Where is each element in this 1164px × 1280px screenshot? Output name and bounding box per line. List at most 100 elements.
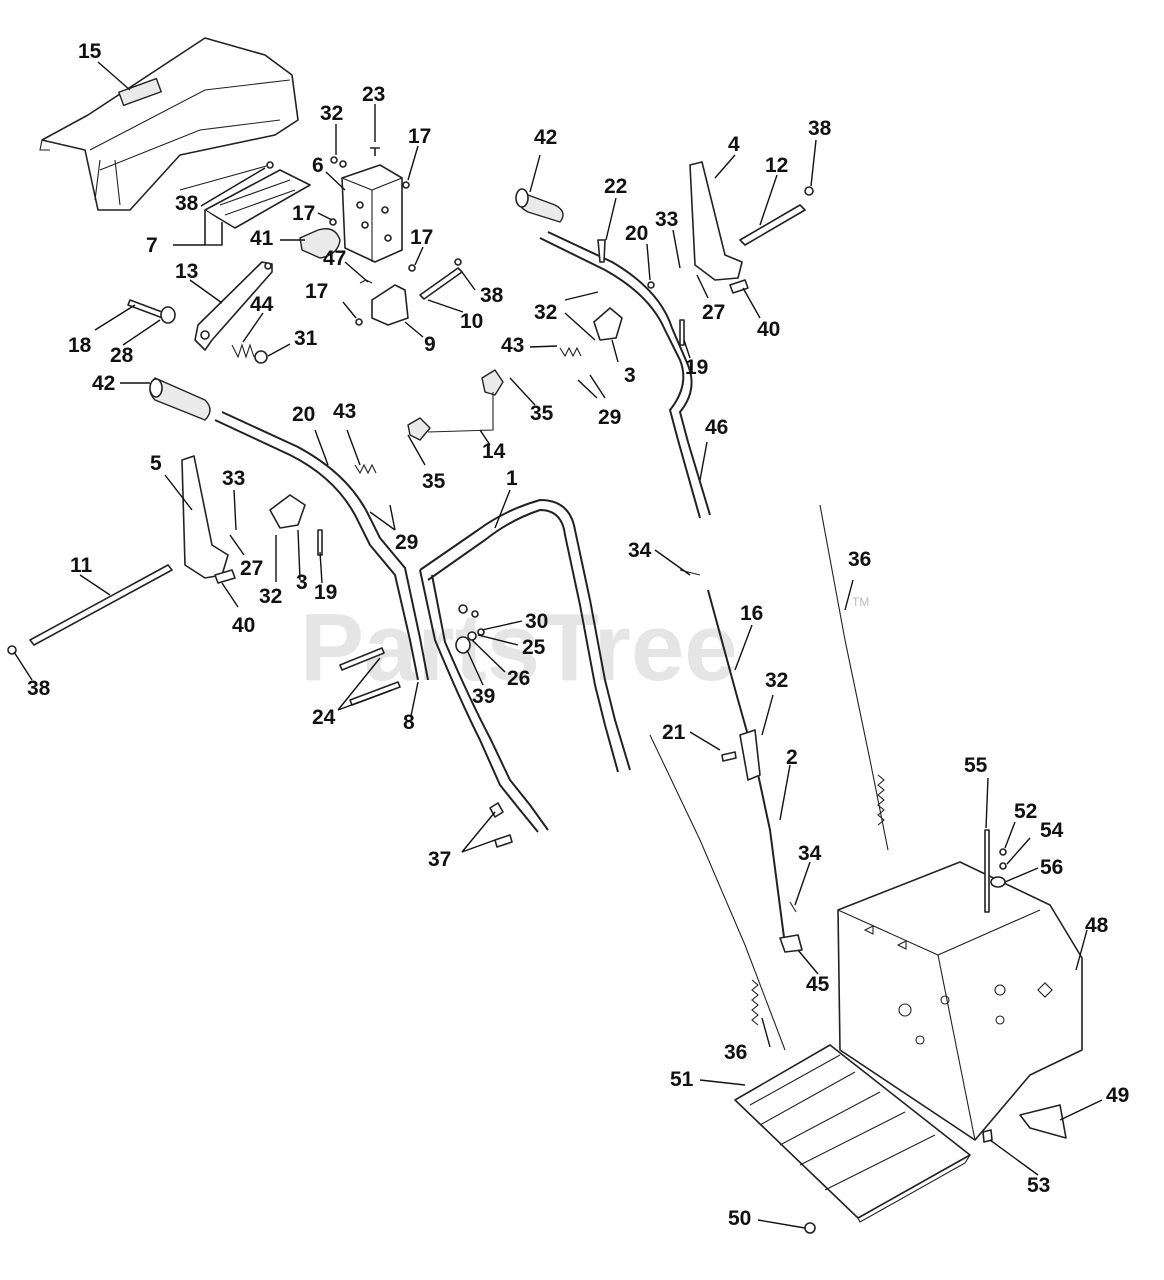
label-38: 38: [808, 117, 832, 140]
label-29: 29: [598, 406, 621, 429]
part-24-bolt-b: [349, 681, 401, 706]
part-2-link: [739, 729, 761, 781]
part-38-nut-right: [804, 186, 814, 196]
part-45-connector: [779, 934, 803, 953]
label-14: 14: [482, 440, 506, 463]
label-31: 31: [294, 327, 318, 350]
label-38: 38: [480, 284, 504, 307]
label-33: 33: [222, 467, 245, 490]
label-35: 35: [422, 470, 446, 493]
label-32: 32: [320, 102, 343, 125]
label-32: 32: [534, 301, 557, 324]
label-38: 38: [27, 677, 51, 700]
part-7-bracket: [179, 161, 311, 246]
label-11: 11: [70, 554, 93, 577]
label-10: 10: [460, 310, 483, 333]
label-33: 33: [655, 208, 678, 231]
label-22: 22: [604, 175, 627, 198]
label-34: 34: [628, 539, 652, 562]
label-9: 9: [424, 333, 436, 356]
part-19-bolt-right: [679, 319, 685, 346]
label-47: 47: [323, 247, 346, 270]
label-53: 53: [1027, 1174, 1050, 1197]
label-2: 2: [786, 746, 798, 769]
label-28: 28: [110, 344, 134, 367]
part-43-spring-right: [559, 346, 582, 358]
part-46-handle-right: [539, 237, 701, 519]
label-35: 35: [530, 402, 554, 425]
part-28-washer: [160, 306, 176, 324]
part-55-bolt: [984, 829, 990, 913]
label-36: 36: [848, 548, 871, 571]
part-10-pin: [419, 267, 463, 300]
part-40-clip-left: [214, 569, 236, 584]
label-43: 43: [501, 334, 524, 357]
part-22-bolt: [597, 239, 606, 263]
label-8: 8: [403, 711, 415, 734]
label-19: 19: [685, 356, 708, 379]
part-54-nut: [999, 862, 1007, 870]
label-46: 46: [705, 416, 728, 439]
part-48-frame: [837, 861, 1083, 1141]
label-24: 24: [312, 706, 336, 729]
label-26: 26: [507, 667, 530, 690]
part-53-clip: [982, 1129, 993, 1143]
label-17: 17: [305, 280, 328, 303]
label-27: 27: [702, 301, 725, 324]
part-51-tray: [734, 1044, 971, 1223]
label-37: 37: [428, 848, 451, 871]
label-18: 18: [68, 334, 92, 357]
label-50: 50: [728, 1207, 751, 1230]
label-41: 41: [250, 227, 274, 250]
label-16: 16: [740, 602, 763, 625]
label-1: 1: [506, 467, 518, 490]
label-4: 4: [728, 133, 740, 156]
part-43-spring-left: [354, 463, 377, 475]
label-13: 13: [175, 260, 198, 283]
label-27: 27: [240, 557, 263, 580]
part-1-main-handle: [419, 498, 631, 771]
part-31-nut: [254, 350, 268, 364]
watermark: PartsTree: [300, 594, 738, 701]
part-42-grip-right: [515, 188, 564, 223]
label-23: 23: [362, 83, 385, 106]
label-5: 5: [150, 452, 162, 475]
part-44-spring: [231, 343, 255, 359]
part-36-cable-upper: [819, 504, 889, 851]
part-8-handle-left: [214, 419, 419, 681]
part-14-cable-ends: [407, 369, 504, 441]
part-15-console-cover: [39, 37, 299, 211]
label-45: 45: [806, 973, 830, 996]
label-36: 36: [724, 1041, 747, 1064]
label-42: 42: [92, 372, 115, 395]
label-32: 32: [765, 669, 788, 692]
label-55: 55: [964, 754, 988, 777]
label-48: 48: [1085, 914, 1109, 937]
label-39: 39: [472, 685, 495, 708]
label-54: 54: [1040, 819, 1064, 842]
label-38: 38: [175, 192, 199, 215]
part-19-bolt-left: [317, 529, 323, 556]
part-49-bracket: [1019, 1104, 1067, 1139]
label-17: 17: [408, 125, 431, 148]
callout-labels: 15 32 23 17 6 38 17 7 41 17 47 13 44 17 …: [27, 40, 1129, 1230]
label-17: 17: [292, 202, 315, 225]
watermark-trademark: TM: [852, 595, 869, 609]
part-36-cable-lower: [649, 734, 786, 1051]
part-3-bracket-left: [269, 494, 306, 529]
part-6-box-bracket: [341, 164, 403, 263]
part-41-knob: [299, 228, 341, 259]
part-13-arm: [194, 261, 273, 351]
label-20: 20: [625, 222, 648, 245]
label-49: 49: [1106, 1084, 1129, 1107]
leader-lines: [13, 61, 1103, 1229]
part-24-bolt-a: [339, 647, 385, 671]
part-52-washer: [999, 848, 1007, 856]
part-20-pin: [647, 281, 655, 289]
label-3: 3: [624, 364, 636, 387]
part-3-bracket-right: [593, 307, 623, 341]
label-3: 3: [296, 571, 308, 594]
label-12: 12: [765, 154, 788, 177]
part-4-lever-arm: [689, 161, 743, 281]
